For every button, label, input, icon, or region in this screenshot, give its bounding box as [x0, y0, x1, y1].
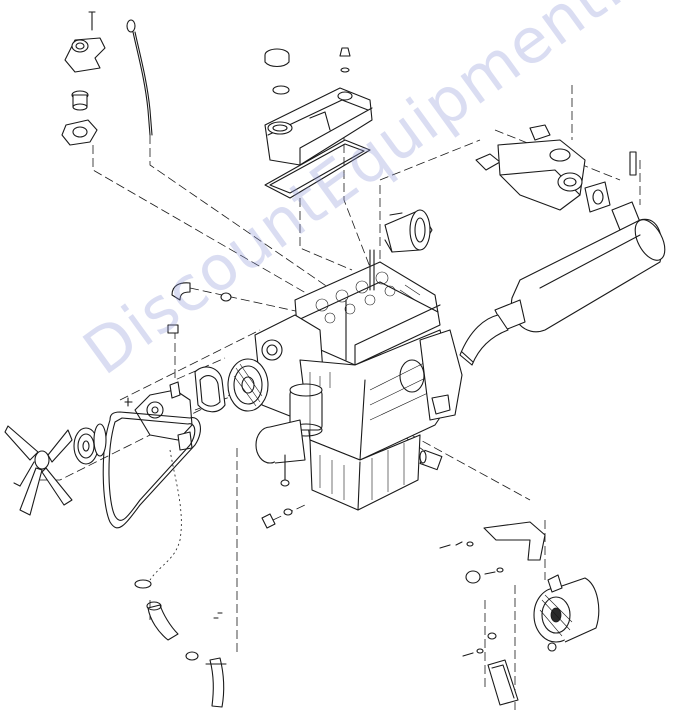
cooling-fan: [4, 425, 73, 516]
oil-dipstick: [126, 19, 153, 136]
oil-pressure-switch: [419, 449, 443, 471]
fan-pulley: [73, 423, 107, 465]
intake-elbow: [384, 209, 433, 253]
alternator-bracket: [439, 521, 546, 584]
muffler-assembly: [459, 201, 666, 366]
alternator-lower-bracket: [462, 632, 519, 706]
rocker-cover-assembly: [264, 47, 373, 199]
engine-block: [227, 249, 463, 511]
fan-belt: [102, 411, 201, 529]
thermostat-housing-assembly: [61, 11, 106, 146]
breather-hose: [167, 282, 232, 334]
drain-plug: [261, 508, 293, 529]
alternator: [533, 574, 600, 652]
lower-hoses: [134, 579, 227, 708]
exhaust-manifold: [475, 124, 637, 213]
water-pump-assembly: [124, 366, 226, 451]
